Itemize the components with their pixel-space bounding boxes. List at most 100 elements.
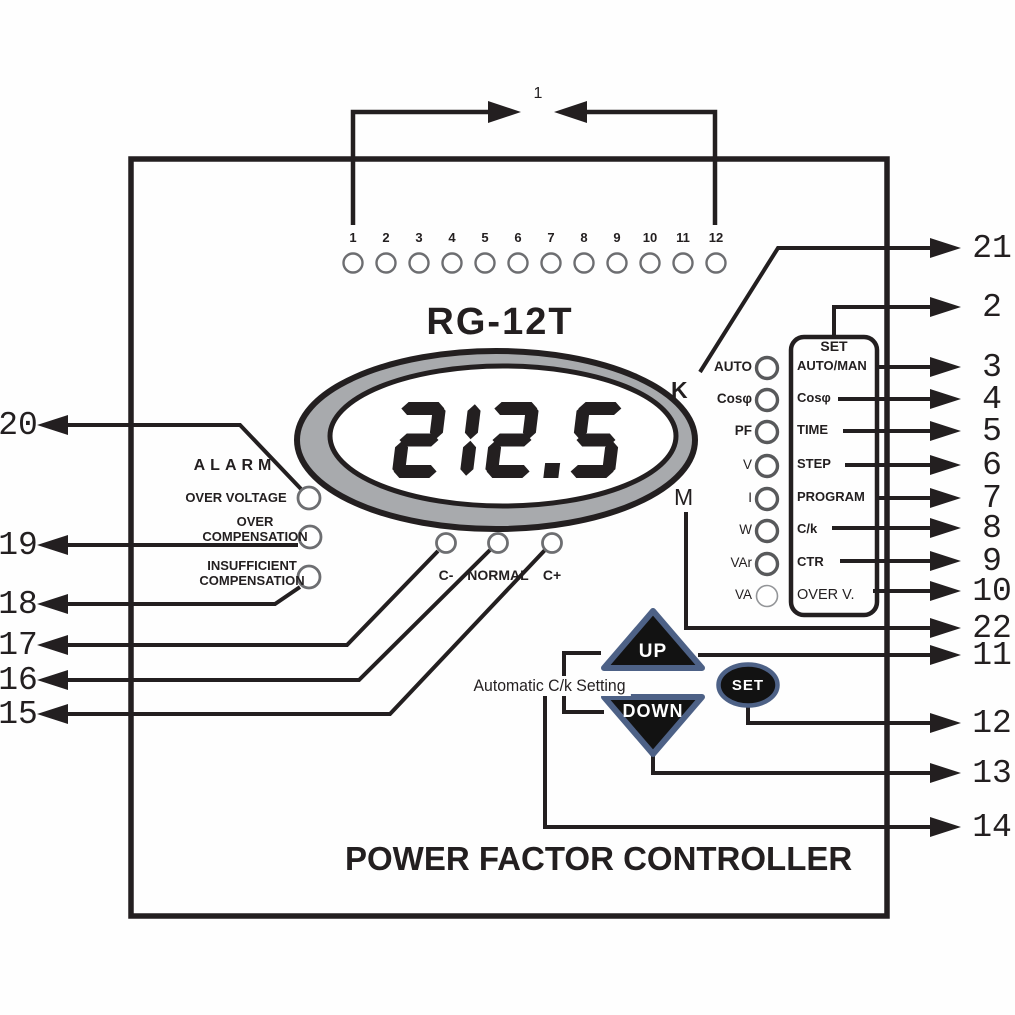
callout-number-14: 14 bbox=[972, 809, 1012, 846]
measurement-led-W bbox=[754, 518, 780, 544]
arrow-right-icon bbox=[930, 618, 961, 638]
alarm-title: ALARM bbox=[193, 457, 277, 474]
callout-number-2: 2 bbox=[982, 289, 1002, 326]
panel-border bbox=[128, 156, 890, 919]
up-button-label: UP bbox=[638, 641, 668, 662]
regulation-led-label: C- bbox=[438, 567, 454, 583]
measurement-led-label: PF bbox=[734, 423, 752, 438]
step-number: 4 bbox=[448, 230, 456, 245]
measurement-led-label: VA bbox=[734, 587, 752, 602]
set-panel-item: STEP bbox=[797, 456, 831, 471]
arrow-left-icon bbox=[37, 635, 68, 655]
callout-number-21: 21 bbox=[972, 230, 1012, 267]
up-button[interactable] bbox=[601, 608, 705, 671]
regulation-led-C- bbox=[435, 532, 457, 554]
callout-line bbox=[68, 548, 547, 716]
callout-number-13: 13 bbox=[972, 755, 1012, 792]
measurement-led-label: W bbox=[739, 522, 752, 537]
arrow-left-icon bbox=[37, 594, 68, 614]
callout-line bbox=[68, 585, 302, 606]
step-led-12 bbox=[705, 252, 727, 274]
step-led-9 bbox=[606, 252, 628, 274]
arrow-right-icon bbox=[930, 421, 961, 441]
step-led-8 bbox=[573, 252, 595, 274]
step-number: 3 bbox=[415, 230, 423, 245]
alarm-led bbox=[296, 564, 322, 590]
regulation-led-label: C+ bbox=[542, 567, 562, 583]
callout-number-6: 6 bbox=[982, 447, 1002, 484]
measurement-led-label: V bbox=[742, 457, 752, 472]
arrow-right-icon bbox=[488, 101, 521, 123]
set-panel-box bbox=[788, 334, 880, 618]
arrow-right-icon bbox=[930, 645, 961, 665]
step-led-1 bbox=[342, 252, 364, 274]
callout-number-4: 4 bbox=[982, 381, 1002, 418]
callout-number-3: 3 bbox=[982, 349, 1002, 386]
callout-line bbox=[543, 695, 930, 829]
step-number: 6 bbox=[514, 230, 522, 245]
callout-line bbox=[698, 246, 930, 374]
step-number: 11 bbox=[676, 230, 690, 245]
mega-indicator: M bbox=[674, 484, 694, 510]
display-value bbox=[392, 402, 622, 478]
arrow-right-icon bbox=[930, 763, 961, 783]
step-led-11 bbox=[672, 252, 694, 274]
down-button[interactable] bbox=[601, 694, 705, 757]
top-bracket bbox=[350, 109, 718, 225]
arrow-right-icon bbox=[930, 551, 961, 571]
step-number: 8 bbox=[580, 230, 588, 245]
callout-line bbox=[68, 549, 440, 647]
callout-line bbox=[746, 704, 930, 725]
arrow-right-icon bbox=[930, 297, 961, 317]
regulation-led-NORMAL bbox=[487, 532, 509, 554]
kilo-indicator: K bbox=[671, 377, 688, 403]
step-led-4 bbox=[441, 252, 463, 274]
step-number: 9 bbox=[613, 230, 621, 245]
measurement-led-I bbox=[754, 486, 780, 512]
callout-number-12: 12 bbox=[972, 705, 1012, 742]
arrow-left-icon bbox=[37, 415, 68, 435]
measurement-led-VA bbox=[755, 584, 779, 608]
step-number: 10 bbox=[642, 230, 658, 245]
measurement-led-label: I bbox=[748, 490, 752, 505]
arrow-right-icon bbox=[930, 238, 961, 258]
alarm-label: OVER VOLTAGE bbox=[185, 490, 287, 505]
automatic-ck-annotation: Automatic C/k Setting bbox=[468, 676, 631, 696]
step-number: 12 bbox=[708, 230, 724, 245]
set-panel-title: SET bbox=[820, 338, 848, 354]
callout-number-19: 19 bbox=[0, 527, 38, 564]
arrow-left-icon bbox=[37, 704, 68, 724]
down-button-label: DOWN bbox=[622, 701, 684, 721]
step-led-7 bbox=[540, 252, 562, 274]
arrow-right-icon bbox=[930, 455, 961, 475]
callout-line bbox=[68, 548, 492, 682]
callout-number-7: 7 bbox=[982, 480, 1002, 517]
arrow-left-icon bbox=[37, 535, 68, 555]
callout-number-15: 15 bbox=[0, 696, 38, 733]
measurement-led-PF bbox=[754, 419, 780, 445]
callout-number-17: 17 bbox=[0, 627, 38, 664]
arrow-left-icon bbox=[554, 101, 587, 123]
callout-number-16: 16 bbox=[0, 662, 38, 699]
set-panel-item: CTR bbox=[797, 554, 824, 569]
arrow-right-icon bbox=[930, 389, 961, 409]
callout-line bbox=[684, 512, 930, 630]
step-led-2 bbox=[375, 252, 397, 274]
step-led-3 bbox=[408, 252, 430, 274]
step-number: 5 bbox=[481, 230, 489, 245]
set-panel-item: TIME bbox=[797, 422, 829, 437]
arrow-right-icon bbox=[930, 817, 961, 837]
alarm-led bbox=[297, 524, 323, 550]
callout-number-20: 20 bbox=[0, 407, 38, 444]
set-button[interactable] bbox=[716, 662, 780, 708]
step-number: 7 bbox=[547, 230, 555, 245]
measurement-led-VAr bbox=[754, 551, 780, 577]
arrow-right-icon bbox=[930, 357, 961, 377]
callout-number-9: 9 bbox=[982, 543, 1002, 580]
regulation-led-C+ bbox=[541, 532, 563, 554]
set-button-label: SET bbox=[731, 677, 765, 694]
step-number: 1 bbox=[349, 230, 357, 245]
